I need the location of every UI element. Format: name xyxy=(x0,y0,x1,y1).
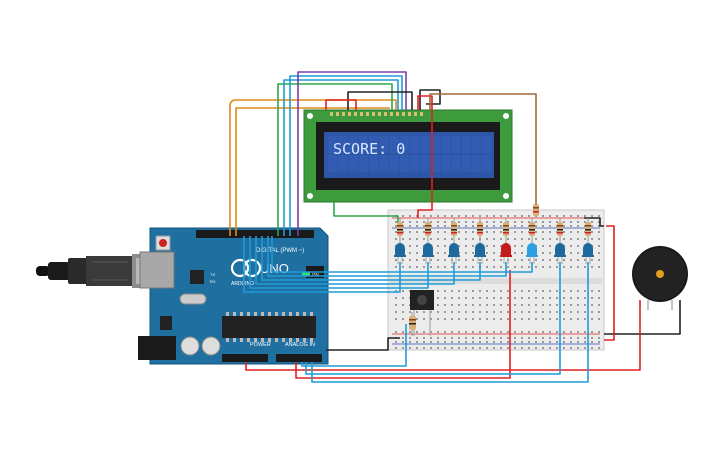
lcd-pin-header[interactable] xyxy=(330,112,423,116)
wire-red-lcd[interactable] xyxy=(325,99,357,110)
small-chip xyxy=(190,270,204,284)
wire-purple[interactable] xyxy=(297,71,407,236)
power-label: POWER xyxy=(250,342,271,348)
wire-black-buzzer[interactable] xyxy=(604,300,681,335)
led-5[interactable] xyxy=(500,243,512,264)
rx-label: RX xyxy=(210,279,216,284)
led-2[interactable] xyxy=(422,243,434,264)
resistor-1[interactable] xyxy=(397,218,403,244)
led-1[interactable] xyxy=(394,243,406,264)
resistor-2[interactable] xyxy=(425,218,431,244)
resistor-button[interactable] xyxy=(409,312,416,336)
resistor-6[interactable] xyxy=(529,218,535,244)
wire-orange-2[interactable] xyxy=(235,107,390,236)
arduino-logo-icon xyxy=(230,258,250,278)
led-6[interactable] xyxy=(526,243,538,264)
led-3[interactable] xyxy=(448,243,460,264)
wire-green[interactable] xyxy=(277,83,393,236)
wire-blue-led-6[interactable] xyxy=(271,236,533,273)
digital-header[interactable] xyxy=(196,230,314,238)
wire-blue-led-2[interactable] xyxy=(249,236,429,289)
on-label: ON xyxy=(312,272,319,277)
wire-green-2[interactable] xyxy=(333,202,399,226)
wire-cyan[interactable] xyxy=(283,79,399,236)
wire-red-lcd-2[interactable] xyxy=(417,95,433,218)
led-7[interactable] xyxy=(554,243,566,264)
brand-label: ARDUINO xyxy=(231,281,254,287)
wire-blue-led-4[interactable] xyxy=(261,236,481,281)
arduino-uno-board[interactable]: DIGITAL (PWM ~) UNO ARDUINO POWER ANALOG… xyxy=(138,227,329,365)
resistor-5[interactable] xyxy=(503,218,509,244)
wire-blue-led-8[interactable] xyxy=(311,262,589,383)
resistor-lcd[interactable] xyxy=(533,204,539,216)
resistor-3[interactable] xyxy=(451,218,457,244)
led-8[interactable] xyxy=(582,243,594,264)
led-4[interactable] xyxy=(474,243,486,264)
breadboard-holes[interactable] xyxy=(395,215,600,349)
pushbutton-icon[interactable] xyxy=(410,290,434,336)
wire-black-rail[interactable] xyxy=(584,217,604,227)
wire-cyan-2[interactable] xyxy=(289,75,403,236)
lcd-text: SCORE: 0 xyxy=(333,140,405,158)
breadboard[interactable] xyxy=(387,209,605,351)
power-header[interactable] xyxy=(222,354,268,362)
wire-blue-led-1[interactable] xyxy=(243,236,401,293)
on-led xyxy=(302,272,310,276)
wire-red-power[interactable] xyxy=(245,300,641,371)
wire-blue-led-7[interactable] xyxy=(305,262,561,375)
lcd-display[interactable]: SCORE: 0 xyxy=(303,109,513,203)
capacitor-1 xyxy=(180,336,200,356)
reset-button-cap[interactable] xyxy=(159,239,167,247)
analog-header[interactable] xyxy=(276,354,322,362)
resistor-7[interactable] xyxy=(557,218,563,244)
dc-jack xyxy=(138,336,176,360)
model-label: UNO xyxy=(260,261,289,276)
crystal xyxy=(179,293,207,305)
wire-blue-led-3[interactable] xyxy=(255,236,455,285)
wire-orange[interactable] xyxy=(229,99,397,236)
wires[interactable] xyxy=(229,71,681,383)
analog-label: ANALOG IN xyxy=(285,342,315,348)
wire-black-gnd[interactable] xyxy=(326,337,400,351)
wire-brown[interactable] xyxy=(429,93,537,212)
atmega-chip xyxy=(222,316,316,338)
resistor-4[interactable] xyxy=(477,218,483,244)
wire-blue-led-5[interactable] xyxy=(267,236,507,277)
regulator xyxy=(160,316,172,330)
wire-black-lcd[interactable] xyxy=(347,91,413,110)
buzzer-icon[interactable] xyxy=(632,246,688,310)
wire-red-btn[interactable] xyxy=(295,270,511,379)
wire-blue-btn[interactable] xyxy=(301,324,407,367)
resistor-8[interactable] xyxy=(585,218,591,244)
leds-and-resistors[interactable] xyxy=(394,204,594,264)
usb-port xyxy=(139,251,175,289)
tx-label: TX xyxy=(210,272,215,277)
wire-red-rail[interactable] xyxy=(604,225,615,341)
digital-label: DIGITAL (PWM ~) xyxy=(256,248,304,254)
capacitor-2 xyxy=(201,336,221,356)
